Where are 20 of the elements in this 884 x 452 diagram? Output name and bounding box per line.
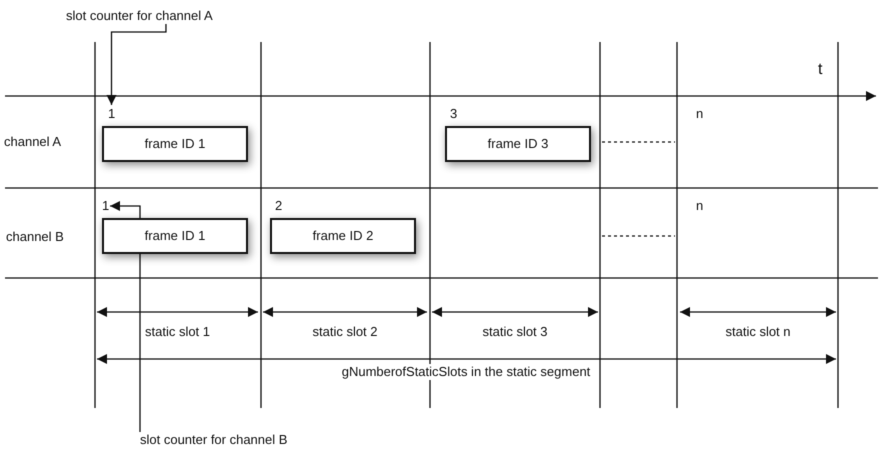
leader-line xyxy=(106,24,167,105)
dimension-label: static slot 2 xyxy=(311,324,379,340)
slot-number: 1 xyxy=(108,106,116,122)
slot-number: n xyxy=(696,198,704,214)
dimension-label: static slot 1 xyxy=(144,324,212,340)
callout-text: slot counter for channel A xyxy=(66,8,213,24)
slot-number: 1 xyxy=(102,198,110,214)
row-label: channel B xyxy=(6,229,64,245)
slot-number: 3 xyxy=(450,106,458,122)
row-label: channel A xyxy=(4,134,62,150)
slot-number: n xyxy=(696,106,704,122)
frame-box: frame ID 1 xyxy=(102,218,248,254)
dimension-label: static slot 3 xyxy=(481,324,549,340)
slot-number: 2 xyxy=(275,198,282,214)
axis-label: t xyxy=(818,62,822,78)
dimension-label: static slot n xyxy=(724,324,792,340)
frame-box: frame ID 1 xyxy=(102,126,248,162)
callout-text: slot counter for channel B xyxy=(140,432,288,448)
frame-box: frame ID 2 xyxy=(270,218,416,254)
frame-box: frame ID 3 xyxy=(445,126,591,162)
